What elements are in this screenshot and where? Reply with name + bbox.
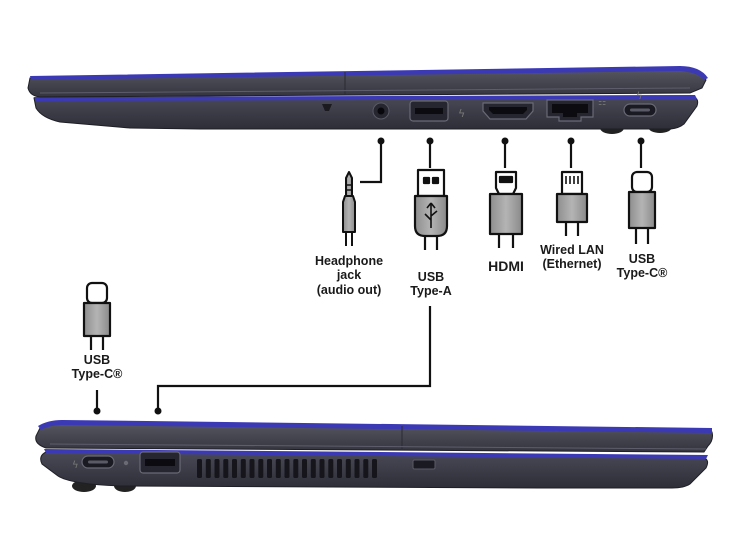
svg-text:ϟ: ϟ: [636, 91, 643, 102]
vent-slot: [240, 459, 246, 478]
port-security-slot: [412, 459, 436, 470]
usb-a-plug-icon: [413, 168, 449, 250]
label-headphone-line3: (audio out): [316, 282, 382, 297]
label-headphone-line1: Headphone: [314, 254, 384, 268]
label-headphone-jack: Headphone jack (audio out): [308, 254, 390, 297]
vent-grille: [197, 459, 377, 478]
label-usb-a-line1: USB: [417, 270, 445, 284]
port-headphone-jack: [372, 102, 390, 120]
label-hdmi: HDMI: [476, 258, 536, 274]
vent-slot: [205, 459, 211, 478]
leader-headphone: [360, 142, 383, 184]
svg-text:ϟ: ϟ: [458, 107, 465, 120]
vent-slot: [197, 459, 202, 478]
ethernet-plug-icon: [555, 170, 589, 236]
lid-trim: [38, 420, 712, 433]
vent-slot: [258, 459, 264, 478]
usb-c-plug-icon-left: [82, 281, 112, 350]
port-usb-c-left: ϟ: [72, 455, 115, 471]
leader-dots-top: [377, 137, 645, 145]
port-usb-a-left: [139, 451, 181, 474]
vent-slot: [223, 459, 229, 478]
port-usb-a: ϟ: [409, 100, 465, 122]
leader-lines-top: [360, 142, 643, 184]
port-hdmi: [482, 102, 534, 120]
label-hdmi-line1: HDMI: [488, 258, 524, 274]
vent-slot: [345, 459, 351, 478]
vent-slot: [372, 459, 377, 478]
laptop-right-side: ϟ ⚏ ϟ: [27, 66, 708, 134]
usb-c-plug-icon-right: [627, 170, 657, 244]
laptop-left-side: ϟ: [35, 420, 713, 492]
vent-slot: [249, 459, 255, 478]
vent-slot: [214, 459, 220, 478]
vent-slot: [267, 459, 272, 478]
label-usb-c-right-line2: Type-C®: [616, 266, 668, 281]
lid-trim: [30, 66, 708, 80]
vent-slot: [328, 459, 334, 478]
lid-highlight: [49, 443, 707, 450]
vent-slot: [354, 459, 360, 478]
label-usb-type-c-right: USB Type-C®: [608, 252, 676, 281]
vent-slot: [293, 459, 299, 478]
leader-dots-bottom: [93, 407, 162, 415]
hinge-trim: [44, 449, 708, 459]
port-usb-c-right: ϟ: [623, 91, 657, 117]
vent-slot: [232, 459, 237, 478]
label-usb-c-left-line1: USB: [83, 353, 111, 367]
lid-highlight: [39, 87, 691, 94]
label-usb-type-c-left: USB Type-C®: [62, 353, 132, 382]
vent-slot: [284, 459, 290, 478]
port-lock-slot: [322, 104, 332, 111]
headphone-plug-icon: [342, 171, 356, 246]
leader-usb-a-to-left: [156, 306, 432, 410]
leader-lines-bottom: [95, 306, 432, 410]
svg-text:⚏: ⚏: [598, 98, 606, 108]
label-headphone-line2: jack: [336, 268, 362, 283]
vent-slot: [302, 459, 307, 478]
vent-slot: [363, 459, 369, 478]
label-usb-type-a: USB Type-A: [400, 270, 462, 299]
label-usb-c-left-line2: Type-C®: [71, 367, 123, 382]
label-usb-a-line2: Type-A: [410, 284, 452, 299]
port-ethernet: ⚏: [546, 98, 606, 122]
vent-slot: [319, 459, 325, 478]
label-lan-line1: Wired LAN: [540, 243, 604, 257]
svg-text:ϟ: ϟ: [72, 460, 79, 471]
status-led: [123, 460, 129, 466]
label-wired-lan: Wired LAN (Ethernet): [536, 243, 608, 272]
vent-slot: [337, 459, 342, 478]
hdmi-plug-icon: [488, 170, 524, 248]
label-usb-c-right-line1: USB: [628, 252, 656, 266]
vent-slot: [310, 459, 316, 478]
label-lan-line2: (Ethernet): [542, 257, 602, 272]
vent-slot: [275, 459, 281, 478]
